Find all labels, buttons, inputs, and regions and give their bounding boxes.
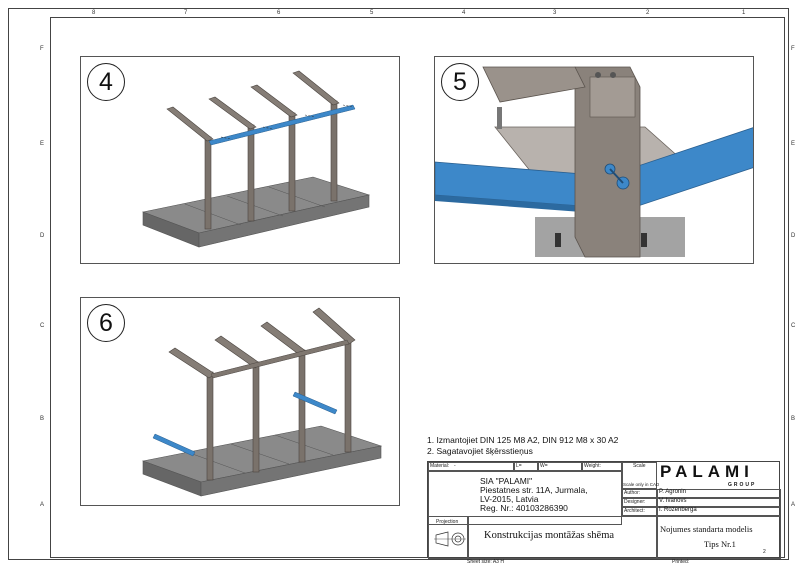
step-6-illustration — [141, 307, 383, 497]
company-reg: Reg. Nr.: 40103286390 — [480, 503, 568, 513]
material-label: Material: — [430, 463, 450, 469]
zone-label-side: F — [40, 46, 44, 52]
projection-label: Projection — [436, 519, 459, 525]
author-value: P. Agronin — [659, 489, 686, 495]
step-4-illustration — [141, 70, 371, 248]
drawing-frame — [8, 8, 789, 560]
w-label: W= — [540, 463, 548, 469]
designer-value: V. Ivanovs — [659, 498, 687, 504]
zone-label-top: 8 — [92, 10, 96, 16]
title-block: Material: - L= W= Weight: Scale Scale on… — [427, 461, 781, 559]
drawing-title: Konstrukcijas montāžas shēma — [484, 530, 615, 541]
zone-label-side: D — [40, 233, 45, 239]
sheet-size: Sheet size: A3 H — [467, 559, 504, 565]
step-4-panel: 4 — [80, 56, 400, 264]
zone-label-side: B — [791, 416, 796, 422]
zone-label-side: F — [791, 46, 795, 52]
projection-symbol-icon — [434, 531, 466, 547]
note-line-1: 1. Izmantojiet DIN 125 M8 A2, DIN 912 M8… — [427, 435, 619, 445]
step-6-number: 6 — [87, 304, 125, 342]
step-5-illustration — [435, 57, 753, 263]
zone-label-top: 4 — [462, 10, 466, 16]
company-logo-sub: GROUP — [728, 482, 757, 488]
zone-label-side: A — [791, 502, 796, 508]
zone-label-top: 1 — [742, 10, 746, 16]
zone-label-side: B — [40, 416, 45, 422]
zone-label-side: C — [791, 323, 796, 329]
drawing-border — [50, 17, 785, 558]
company-name: SIA "PALAMI" — [480, 476, 533, 486]
designer-label: Designer: — [624, 499, 646, 505]
architect-value: I. Rozenberga — [659, 507, 697, 513]
architect-label: Architect: — [624, 508, 645, 514]
step-5-number: 5 — [441, 63, 479, 101]
zone-label-side: A — [40, 502, 45, 508]
zone-label-side: D — [791, 233, 796, 239]
author-label: Author: — [624, 490, 641, 496]
zone-label-side: E — [791, 141, 796, 147]
scale-only-note: Scale only in CAD — [623, 482, 660, 487]
step-6-panel: 6 — [80, 297, 400, 506]
weight-label: Weight: — [584, 463, 601, 469]
scale-label: Scale — [633, 463, 646, 469]
step-4-number: 4 — [87, 63, 125, 101]
note-line-2: 2. Sagatavojiet šķērsstieņus — [427, 446, 533, 456]
zone-label-top: 3 — [553, 10, 557, 16]
printed-label: Printed: — [672, 559, 690, 565]
zone-label-side: C — [40, 323, 45, 329]
company-address-1: Piestatnes str. 11A, Jurmala, — [480, 485, 588, 495]
zone-label-side: E — [40, 141, 45, 147]
company-logo: PALAMI — [660, 462, 754, 481]
zone-label-top: 7 — [184, 10, 188, 16]
type-name: Tips Nr.1 — [704, 539, 736, 549]
material-value: - — [454, 463, 456, 469]
l-label: L= — [516, 463, 522, 469]
company-address-2: LV-2015, Latvia — [480, 494, 539, 504]
sheet-number: 2 — [763, 549, 766, 555]
zone-label-top: 2 — [646, 10, 650, 16]
zone-label-top: 6 — [277, 10, 281, 16]
zone-label-top: 5 — [370, 10, 374, 16]
step-5-panel: 5 — [434, 56, 754, 264]
model-name: Nojumes standarta modelis — [660, 524, 753, 534]
